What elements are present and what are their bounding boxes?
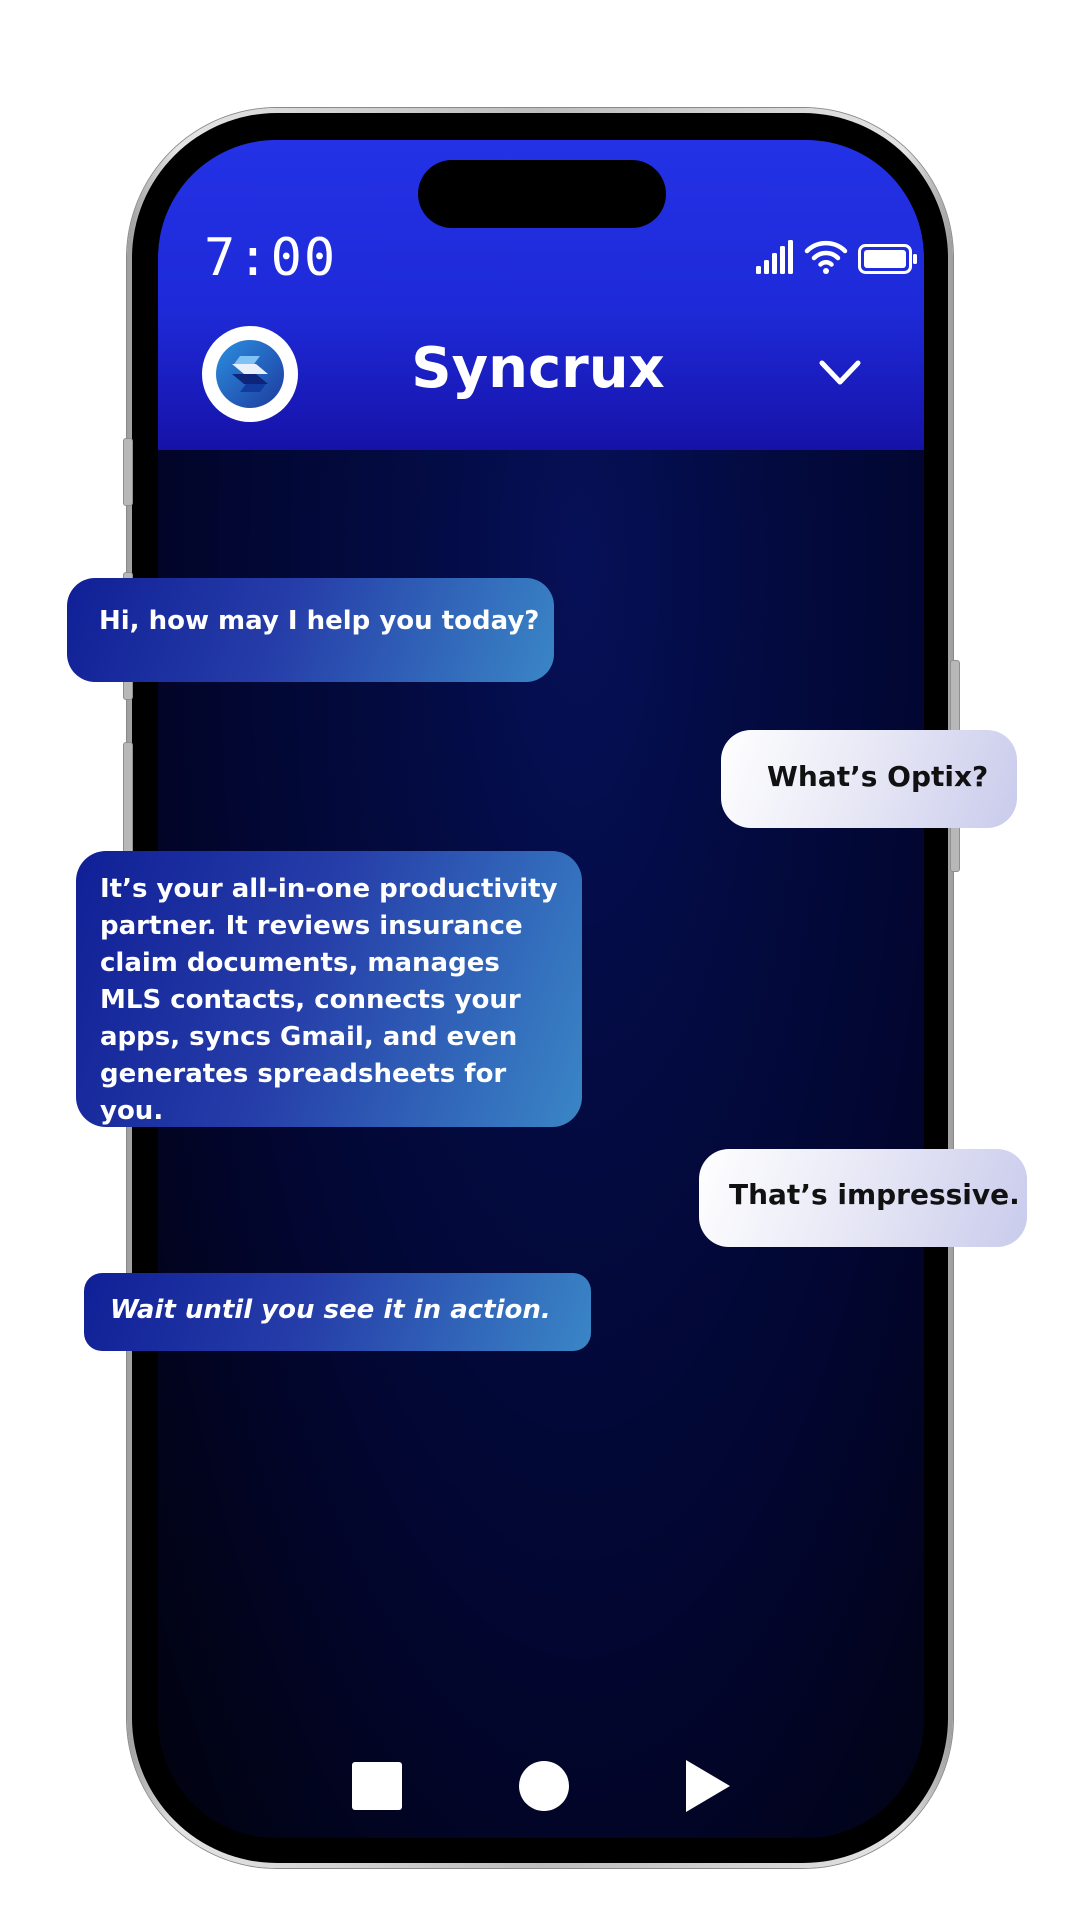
user-message: What’s Optix? xyxy=(721,730,1017,828)
bot-message: Wait until you see it in action. xyxy=(84,1273,591,1351)
user-message: That’s impressive. xyxy=(699,1149,1027,1247)
bot-message: Hi, how may I help you today? xyxy=(67,578,554,682)
app-header: 7:00 xyxy=(158,140,924,450)
circle-home-icon[interactable] xyxy=(518,1760,570,1812)
chevron-down-icon[interactable] xyxy=(818,358,862,388)
system-nav-bar xyxy=(158,1750,924,1820)
syncrux-logo-icon[interactable] xyxy=(202,326,298,422)
wifi-icon xyxy=(804,240,848,274)
app-title: Syncrux xyxy=(411,336,665,401)
triangle-play-icon[interactable] xyxy=(684,1760,730,1812)
status-time: 7:00 xyxy=(204,228,338,288)
action-button xyxy=(123,438,133,506)
cellular-signal-icon xyxy=(756,240,793,274)
square-recents-icon[interactable] xyxy=(352,1762,402,1810)
status-icons xyxy=(756,238,918,274)
dynamic-island xyxy=(418,160,666,228)
battery-icon xyxy=(858,244,917,274)
bot-message: It’s your all-in-one productivity partne… xyxy=(76,851,582,1127)
